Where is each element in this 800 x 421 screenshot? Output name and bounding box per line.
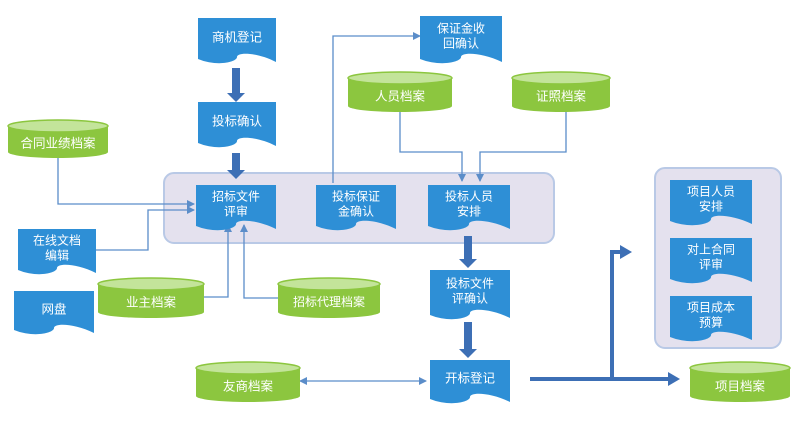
zhaobiao-daili-dangan-node: 招标代理档案 (277, 277, 381, 318)
yezhu-dangan-top (97, 277, 205, 291)
toubiao-renyuan-anpai-label-2: 安排 (457, 204, 481, 219)
connector-license-to-staffing (476, 110, 567, 182)
youshang-dangan-top (195, 361, 301, 375)
zhaobiao-daili-dangan-top (277, 277, 381, 291)
hetong-yeji-dangan-node: 合同业绩档案 (7, 119, 109, 158)
shangji-dengji-node: 商机登记 (198, 18, 276, 64)
connector-bidding-to-deposit-return (332, 32, 421, 183)
zhaobiao-wenjian-pingshen-label-1: 招标文件 (212, 189, 260, 204)
baozhengjin-shouhui-label-1: 保证金收 (437, 21, 485, 36)
zaixian-wendang-bianji-label-2: 编辑 (45, 248, 69, 263)
xiangmu-dangan-node: 项目档案 (689, 361, 791, 402)
toubiao-queren-shape (198, 102, 276, 148)
xiangmu-chengben-yusuan-label-1: 项目成本 (687, 301, 735, 315)
toubiao-queren-node: 投标确认 (198, 102, 276, 148)
youshang-dangan-body (196, 368, 300, 402)
arrow-bidopen-to-project-group (610, 250, 622, 379)
connector-contract-to-review (57, 152, 195, 208)
wangpan-label: 网盘 (41, 302, 66, 317)
zhengzhao-dangan-body (512, 78, 610, 112)
baozhengjin-shouhui-label-2: 回确认 (443, 37, 479, 51)
xiangmu-dangan-label: 项目档案 (715, 379, 766, 394)
hetong-yeji-dangan-top (7, 119, 109, 133)
connector-online-doc-to-review (96, 206, 195, 251)
shangji-dengji-label: 商机登记 (212, 30, 263, 45)
wangpan-shape (14, 291, 94, 335)
toubiao-queren-label: 投标确认 (212, 114, 263, 129)
toubiao-baozheng-queren-label-1: 投标保证 (332, 189, 380, 204)
toubiao-wenjian-pingqueren-label-1: 投标文件 (446, 276, 494, 291)
hetong-yeji-dangan-body (8, 126, 108, 158)
renyuan-dangan-body (348, 78, 452, 112)
zhaobiao-daili-dangan-body (278, 284, 380, 318)
yezhu-dangan-body (98, 284, 204, 318)
toubiao-renyuan-anpai-label-1: 投标人员 (445, 189, 493, 204)
hetong-yeji-dangan-label: 合同业绩档案 (20, 136, 96, 151)
kaibiao-dengji-shape (430, 360, 510, 404)
xiangmu-dangan-body (690, 368, 790, 402)
xiangmu-renyuan-anpai-shape (670, 180, 752, 226)
kaibiao-dengji-label: 开标登记 (445, 371, 496, 386)
toubiao-baozheng-queren-shape (316, 185, 396, 231)
connector-lines (57, 32, 567, 385)
duishang-hetong-pingshen-label-1: 对上合同 (687, 242, 735, 257)
toubiao-wenjian-pingqueren-shape (430, 270, 510, 320)
nodes-layer: 商机登记投标确认保证金收回确认招标文件评审投标保证金确认投标人员安排在线文档编辑… (7, 16, 791, 404)
connector-owner-to-review (204, 224, 232, 298)
xiangmu-chengben-yusuan-shape (670, 296, 752, 342)
youshang-dangan-label: 友商档案 (223, 379, 274, 394)
arrow-register-to-confirm (227, 68, 245, 102)
baozhengjin-shouhui-shape (420, 16, 502, 64)
arrow-filereview-to-bidopen (459, 322, 477, 358)
xiangmu-renyuan-anpai-label-2: 安排 (699, 199, 723, 214)
zhaobiao-wenjian-pingshen-shape (196, 185, 276, 231)
thick-arrows (227, 68, 680, 386)
shangji-dengji-shape (198, 18, 276, 64)
zaixian-wendang-bianji-shape (18, 229, 96, 275)
xiangmu-renyuan-anpai-label-1: 项目人员 (687, 185, 735, 199)
zhengzhao-dangan-top (511, 71, 611, 85)
connector-agent-to-review (240, 224, 278, 299)
connector-personnel-to-staffing (399, 108, 466, 182)
zhaobiao-wenjian-pingshen-label-2: 评审 (224, 204, 248, 219)
yezhu-dangan-node: 业主档案 (97, 277, 205, 318)
toubiao-renyuan-anpai-shape (428, 185, 510, 231)
zhaobiao-daili-dangan-label: 招标代理档案 (293, 294, 365, 309)
wangpan-node: 网盘 (14, 291, 94, 335)
toubiao-wenjian-pingqueren-label-2: 评确认 (452, 292, 488, 306)
xiangmu-dangan-top (689, 361, 791, 375)
zaixian-wendang-bianji-label-1: 在线文档 (33, 233, 81, 248)
youshang-dangan-node: 友商档案 (195, 361, 301, 402)
zhengzhao-dangan-label: 证照档案 (536, 89, 587, 104)
renyuan-dangan-top (347, 71, 453, 85)
arrow-staffing-to-filereview (459, 236, 477, 268)
duishang-hetong-pingshen-label-2: 评审 (699, 257, 723, 272)
arrow-confirm-to-review (227, 153, 245, 179)
kaibiao-dengji-node: 开标登记 (430, 360, 510, 404)
renyuan-dangan-label: 人员档案 (375, 89, 426, 104)
yezhu-dangan-label: 业主档案 (126, 295, 177, 310)
arrow-head-project-group (620, 245, 632, 259)
arrow-head-archive (668, 372, 680, 386)
toubiao-baozheng-queren-label-2: 金确认 (338, 204, 374, 219)
zhengzhao-dangan-node: 证照档案 (511, 71, 611, 112)
duishang-hetong-pingshen-shape (670, 238, 752, 284)
renyuan-dangan-node: 人员档案 (347, 71, 453, 112)
xiangmu-chengben-yusuan-label-2: 预算 (699, 315, 723, 330)
